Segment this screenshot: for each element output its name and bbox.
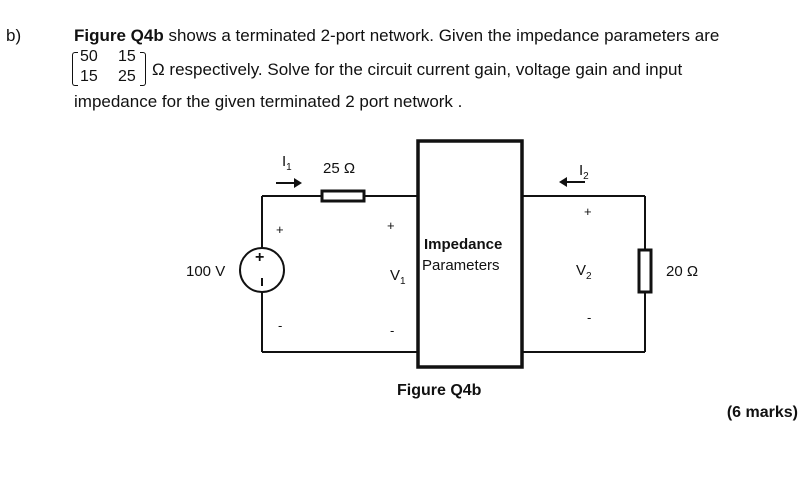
v2-plus: + bbox=[584, 204, 592, 219]
source-label: 100 V bbox=[186, 263, 225, 280]
question-label: b) bbox=[6, 26, 22, 45]
figure-caption: Figure Q4b bbox=[397, 382, 482, 399]
source-side-minus: - bbox=[278, 318, 282, 333]
i1-arrow-icon bbox=[276, 178, 302, 188]
matrix-z22: 25 bbox=[118, 68, 136, 85]
v1-minus: - bbox=[390, 323, 394, 338]
matrix-right-bracket bbox=[140, 52, 146, 86]
circuit-wires bbox=[261, 195, 646, 353]
impedance-matrix: 50 15 15 25 bbox=[72, 46, 146, 90]
impedance-box bbox=[416, 139, 524, 369]
load-resistor bbox=[637, 248, 653, 294]
box-label-impedance: Impedance bbox=[424, 236, 502, 253]
matrix-left-bracket bbox=[72, 52, 78, 86]
box-label-parameters: Parameters bbox=[422, 257, 500, 274]
question-line-1: Figure Q4b shows a terminated 2-port net… bbox=[74, 26, 719, 46]
series-resistor-label: 25 Ω bbox=[323, 160, 355, 177]
load-resistor-label: 20 Ω bbox=[666, 263, 698, 280]
source-side-plus: + bbox=[276, 222, 284, 237]
series-resistor bbox=[320, 189, 366, 203]
i2-label: I2 bbox=[579, 162, 589, 182]
figure-reference: Figure Q4b bbox=[74, 26, 164, 45]
v1-plus: + bbox=[387, 218, 395, 233]
marks-label: (6 marks) bbox=[726, 404, 798, 421]
v2-label: V2 bbox=[576, 262, 592, 282]
i1-label: I1 bbox=[282, 153, 292, 173]
v2-minus: - bbox=[587, 310, 591, 325]
i2-arrow-icon bbox=[559, 177, 585, 187]
question-line-2: Ω respectively. Solve for the circuit cu… bbox=[152, 60, 683, 79]
question-line-3: impedance for the given terminated 2 por… bbox=[74, 92, 463, 111]
v1-label: V1 bbox=[390, 267, 406, 287]
question-line-1-text: shows a terminated 2-port network. Given… bbox=[163, 26, 720, 45]
voltage-source bbox=[239, 247, 285, 293]
source-plus-sign: + bbox=[255, 249, 264, 266]
matrix-z12: 15 bbox=[118, 48, 136, 65]
matrix-z21: 15 bbox=[80, 68, 98, 85]
matrix-z11: 50 bbox=[80, 48, 98, 65]
